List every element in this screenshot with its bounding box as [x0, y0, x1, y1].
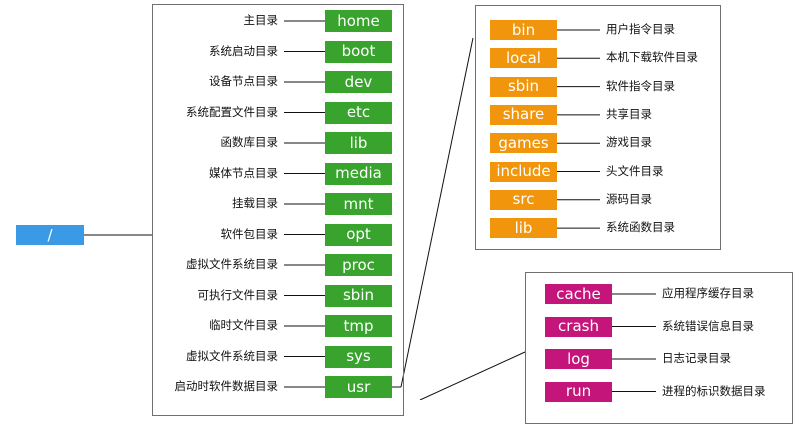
usr-desc-local: 本机下载软件目录	[606, 50, 698, 65]
dir-desc-sys: 虚拟文件系统目录	[186, 348, 278, 363]
var-desc-cache: 应用程序缓存目录	[662, 286, 754, 300]
dir-desc-tmp: 临时文件目录	[209, 318, 278, 332]
dir-node-etc: etc	[325, 101, 392, 124]
var-desc-crash: 系统错误信息目录	[662, 318, 754, 333]
dir-node-tmp: tmp	[325, 315, 392, 337]
dir-node-sbin: sbin	[325, 284, 392, 307]
usr-node-share: share	[490, 104, 557, 125]
dir-desc-lib: 函数库目录	[220, 135, 279, 149]
usr-node-local: local	[490, 48, 557, 69]
dir-desc-etc: 系统配置文件目录	[186, 104, 278, 119]
usr-desc-sbin: 软件指令目录	[606, 78, 675, 93]
usr-node-sbin: sbin	[490, 76, 557, 97]
var-node-log: log	[545, 349, 612, 369]
usr-desc-src: 源码目录	[606, 191, 652, 206]
dir-node-lib: lib	[325, 132, 392, 154]
dir-node-usr: usr	[325, 376, 392, 398]
dir-node-media: media	[325, 162, 392, 185]
dir-node-proc: proc	[325, 254, 392, 276]
usr-node-bin: bin	[490, 20, 557, 40]
connector-lines	[84, 20, 656, 400]
var-node-crash: crash	[545, 316, 612, 337]
var-node-cache: cache	[545, 284, 612, 304]
usr-desc-games: 游戏目录	[606, 135, 652, 150]
dir-node-opt: opt	[325, 223, 392, 246]
usr-expansion-line	[400, 37, 474, 388]
dir-desc-proc: 虚拟文件系统目录	[186, 257, 278, 271]
usr-node-lib: lib	[490, 218, 557, 239]
usr-desc-share: 共享目录	[606, 106, 652, 121]
dir-desc-mnt: 挂载目录	[232, 196, 278, 210]
usr-directory-panel	[475, 5, 721, 250]
var-expansion-line	[419, 351, 526, 400]
dir-node-boot: boot	[325, 40, 392, 63]
dir-node-home: home	[325, 10, 392, 32]
dir-desc-usr: 启动时软件数据目录	[174, 379, 279, 393]
usr-node-src: src	[490, 189, 557, 210]
dir-node-sys: sys	[325, 345, 392, 368]
dir-node-dev: dev	[325, 71, 392, 93]
var-node-run: run	[545, 381, 612, 402]
dir-desc-media: 媒体节点目录	[209, 165, 278, 180]
usr-node-games: games	[490, 133, 557, 154]
usr-desc-include: 头文件目录	[606, 163, 664, 178]
dir-desc-boot: 系统启动目录	[209, 43, 278, 58]
root-directory-node: /	[16, 225, 84, 245]
usr-desc-lib: 系统函数目录	[606, 220, 675, 235]
var-desc-run: 进程的标识数据目录	[662, 383, 766, 398]
dir-desc-dev: 设备节点目录	[209, 74, 278, 88]
dir-desc-home: 主目录	[243, 13, 279, 27]
dir-desc-opt: 软件包目录	[220, 226, 279, 241]
usr-desc-bin: 用户指令目录	[606, 22, 675, 36]
dir-node-mnt: mnt	[325, 193, 392, 215]
usr-node-include: include	[490, 161, 557, 182]
dir-desc-sbin: 可执行文件目录	[197, 287, 279, 302]
var-desc-log: 日志记录目录	[662, 351, 731, 365]
